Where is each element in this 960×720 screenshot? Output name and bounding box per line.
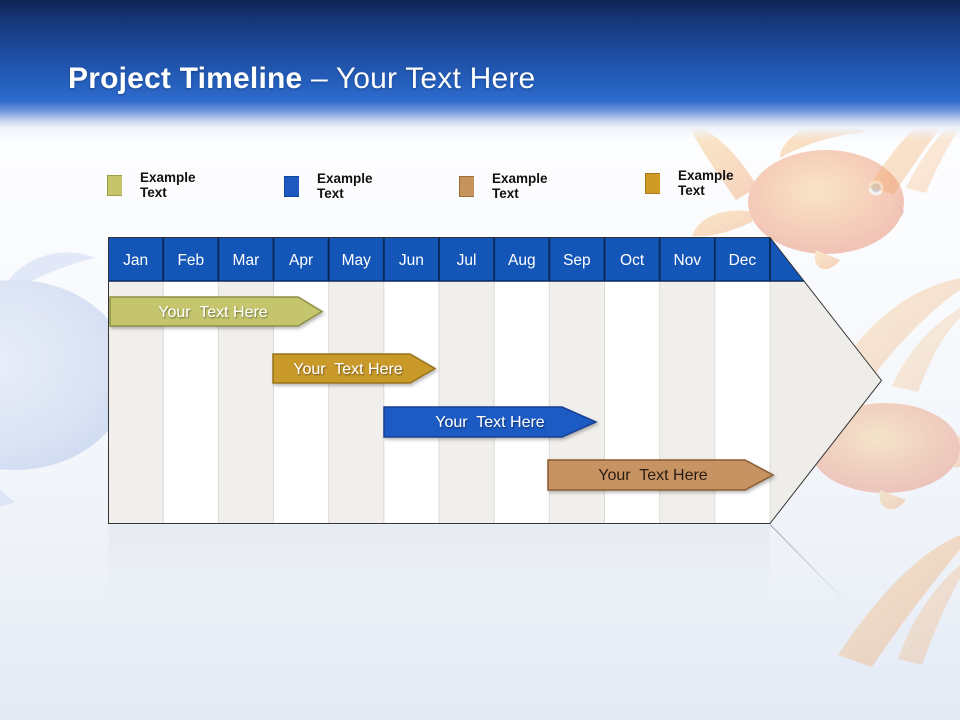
legend-label: Example Text	[492, 171, 548, 201]
month-label-sep: Sep	[563, 252, 591, 269]
legend-swatch-rect	[107, 174, 123, 196]
gantt-bar-label: Your Text Here	[598, 467, 708, 484]
month-label-jan: Jan	[123, 252, 148, 269]
legend-swatch-olive	[107, 174, 123, 196]
fins-image-mid-right	[842, 278, 960, 392]
legend-swatch-rect	[284, 175, 300, 197]
gantt-bar-3: Your Text Here	[383, 406, 598, 438]
table-reflection	[108, 524, 848, 604]
month-label-nov: Nov	[674, 252, 702, 269]
month-label-dec: Dec	[729, 252, 757, 269]
month-label-jun: Jun	[399, 252, 424, 269]
month-labels: Jan Feb Mar Apr May Jun Jul Aug Sep Oct …	[123, 252, 756, 269]
month-label-feb: Feb	[177, 252, 204, 269]
gantt-bar-4: Your Text Here	[547, 459, 775, 491]
gantt-bar-shape-olive	[109, 296, 324, 327]
month-header-band	[108, 237, 805, 281]
legend-swatch-rect	[645, 172, 661, 194]
legend-item: Example Text	[107, 170, 202, 200]
legend-label: Example Text	[678, 168, 734, 198]
month-label-aug: Aug	[508, 252, 536, 269]
gantt-bar-shape-blue	[383, 406, 598, 438]
month-label-may: May	[342, 252, 372, 269]
legend-label: Example Text	[140, 170, 196, 200]
legend-label: Example Text	[317, 171, 373, 201]
month-label-oct: Oct	[620, 252, 645, 269]
gantt-bar-1: Your Text Here	[109, 296, 324, 327]
slide-title-secondary: – Your Text Here	[302, 62, 536, 95]
gantt-bar-shape-gold	[272, 353, 437, 384]
legend-swatch-tan	[459, 175, 475, 197]
timeline-gantt-chart: Jan Feb Mar Apr May Jun Jul Aug Sep Oct …	[108, 237, 882, 604]
fins-image-bottom-right	[838, 535, 960, 667]
slide-title-banner	[0, 0, 960, 140]
month-label-mar: Mar	[233, 252, 260, 269]
legend-swatch-gold	[645, 172, 661, 194]
slide-title-primary: Project Timeline	[68, 62, 303, 95]
legend-swatch-blue	[284, 175, 300, 197]
slide-title: Project Timeline – Your Text Here	[68, 61, 535, 97]
gantt-bar-2: Your Text Here	[272, 353, 437, 384]
gantt-bar-shape-tan	[547, 459, 775, 491]
header-column-separators	[108, 237, 805, 282]
legend-item: Example Text	[284, 171, 379, 201]
timeline-arrow-outline	[108, 237, 882, 524]
legend-swatch-rect	[459, 175, 475, 197]
gantt-bar-label: Your Text Here	[293, 361, 403, 378]
gantt-bar-label: Your Text Here	[158, 304, 268, 321]
legend-item: Example Text	[459, 171, 554, 201]
gantt-bar-label: Your Text Here	[435, 414, 545, 431]
month-label-apr: Apr	[289, 252, 313, 269]
month-label-jul: Jul	[457, 252, 477, 269]
legend-item: Example Text	[645, 168, 740, 198]
